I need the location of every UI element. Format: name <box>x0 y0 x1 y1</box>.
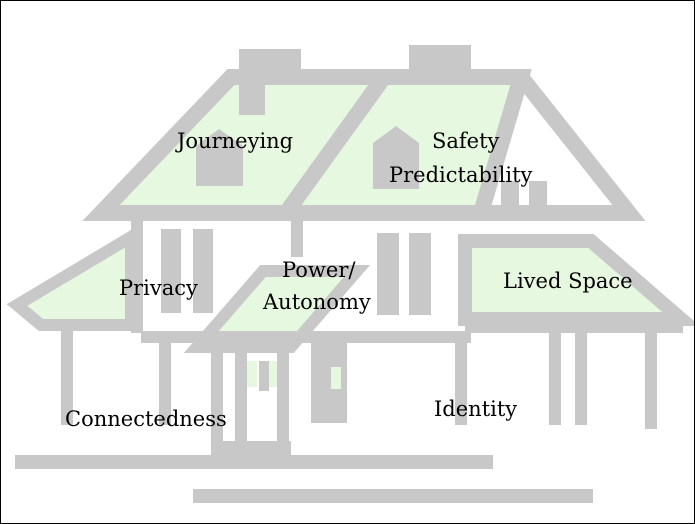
left-chimney-stack <box>239 63 265 115</box>
label-connectedness: Connectedness <box>65 407 227 431</box>
left-dormer <box>196 129 243 186</box>
right-dormer <box>373 126 419 189</box>
main-wall-left-line <box>131 213 143 333</box>
label-privacy: Privacy <box>119 276 198 300</box>
label-identity: Identity <box>434 397 518 421</box>
label-predictability: Predictability <box>389 163 533 187</box>
label-safety: Safety <box>432 129 500 153</box>
label-lived-space: Lived Space <box>503 269 633 293</box>
ground-line-lower <box>193 489 593 503</box>
label-power: Power/ <box>282 258 356 282</box>
porch-roof <box>183 265 371 353</box>
ground-line-upper <box>15 455 493 469</box>
left-wing-roof <box>6 226 137 331</box>
label-journeying: Journeying <box>177 129 294 153</box>
label-autonomy: Autonomy <box>263 290 371 314</box>
